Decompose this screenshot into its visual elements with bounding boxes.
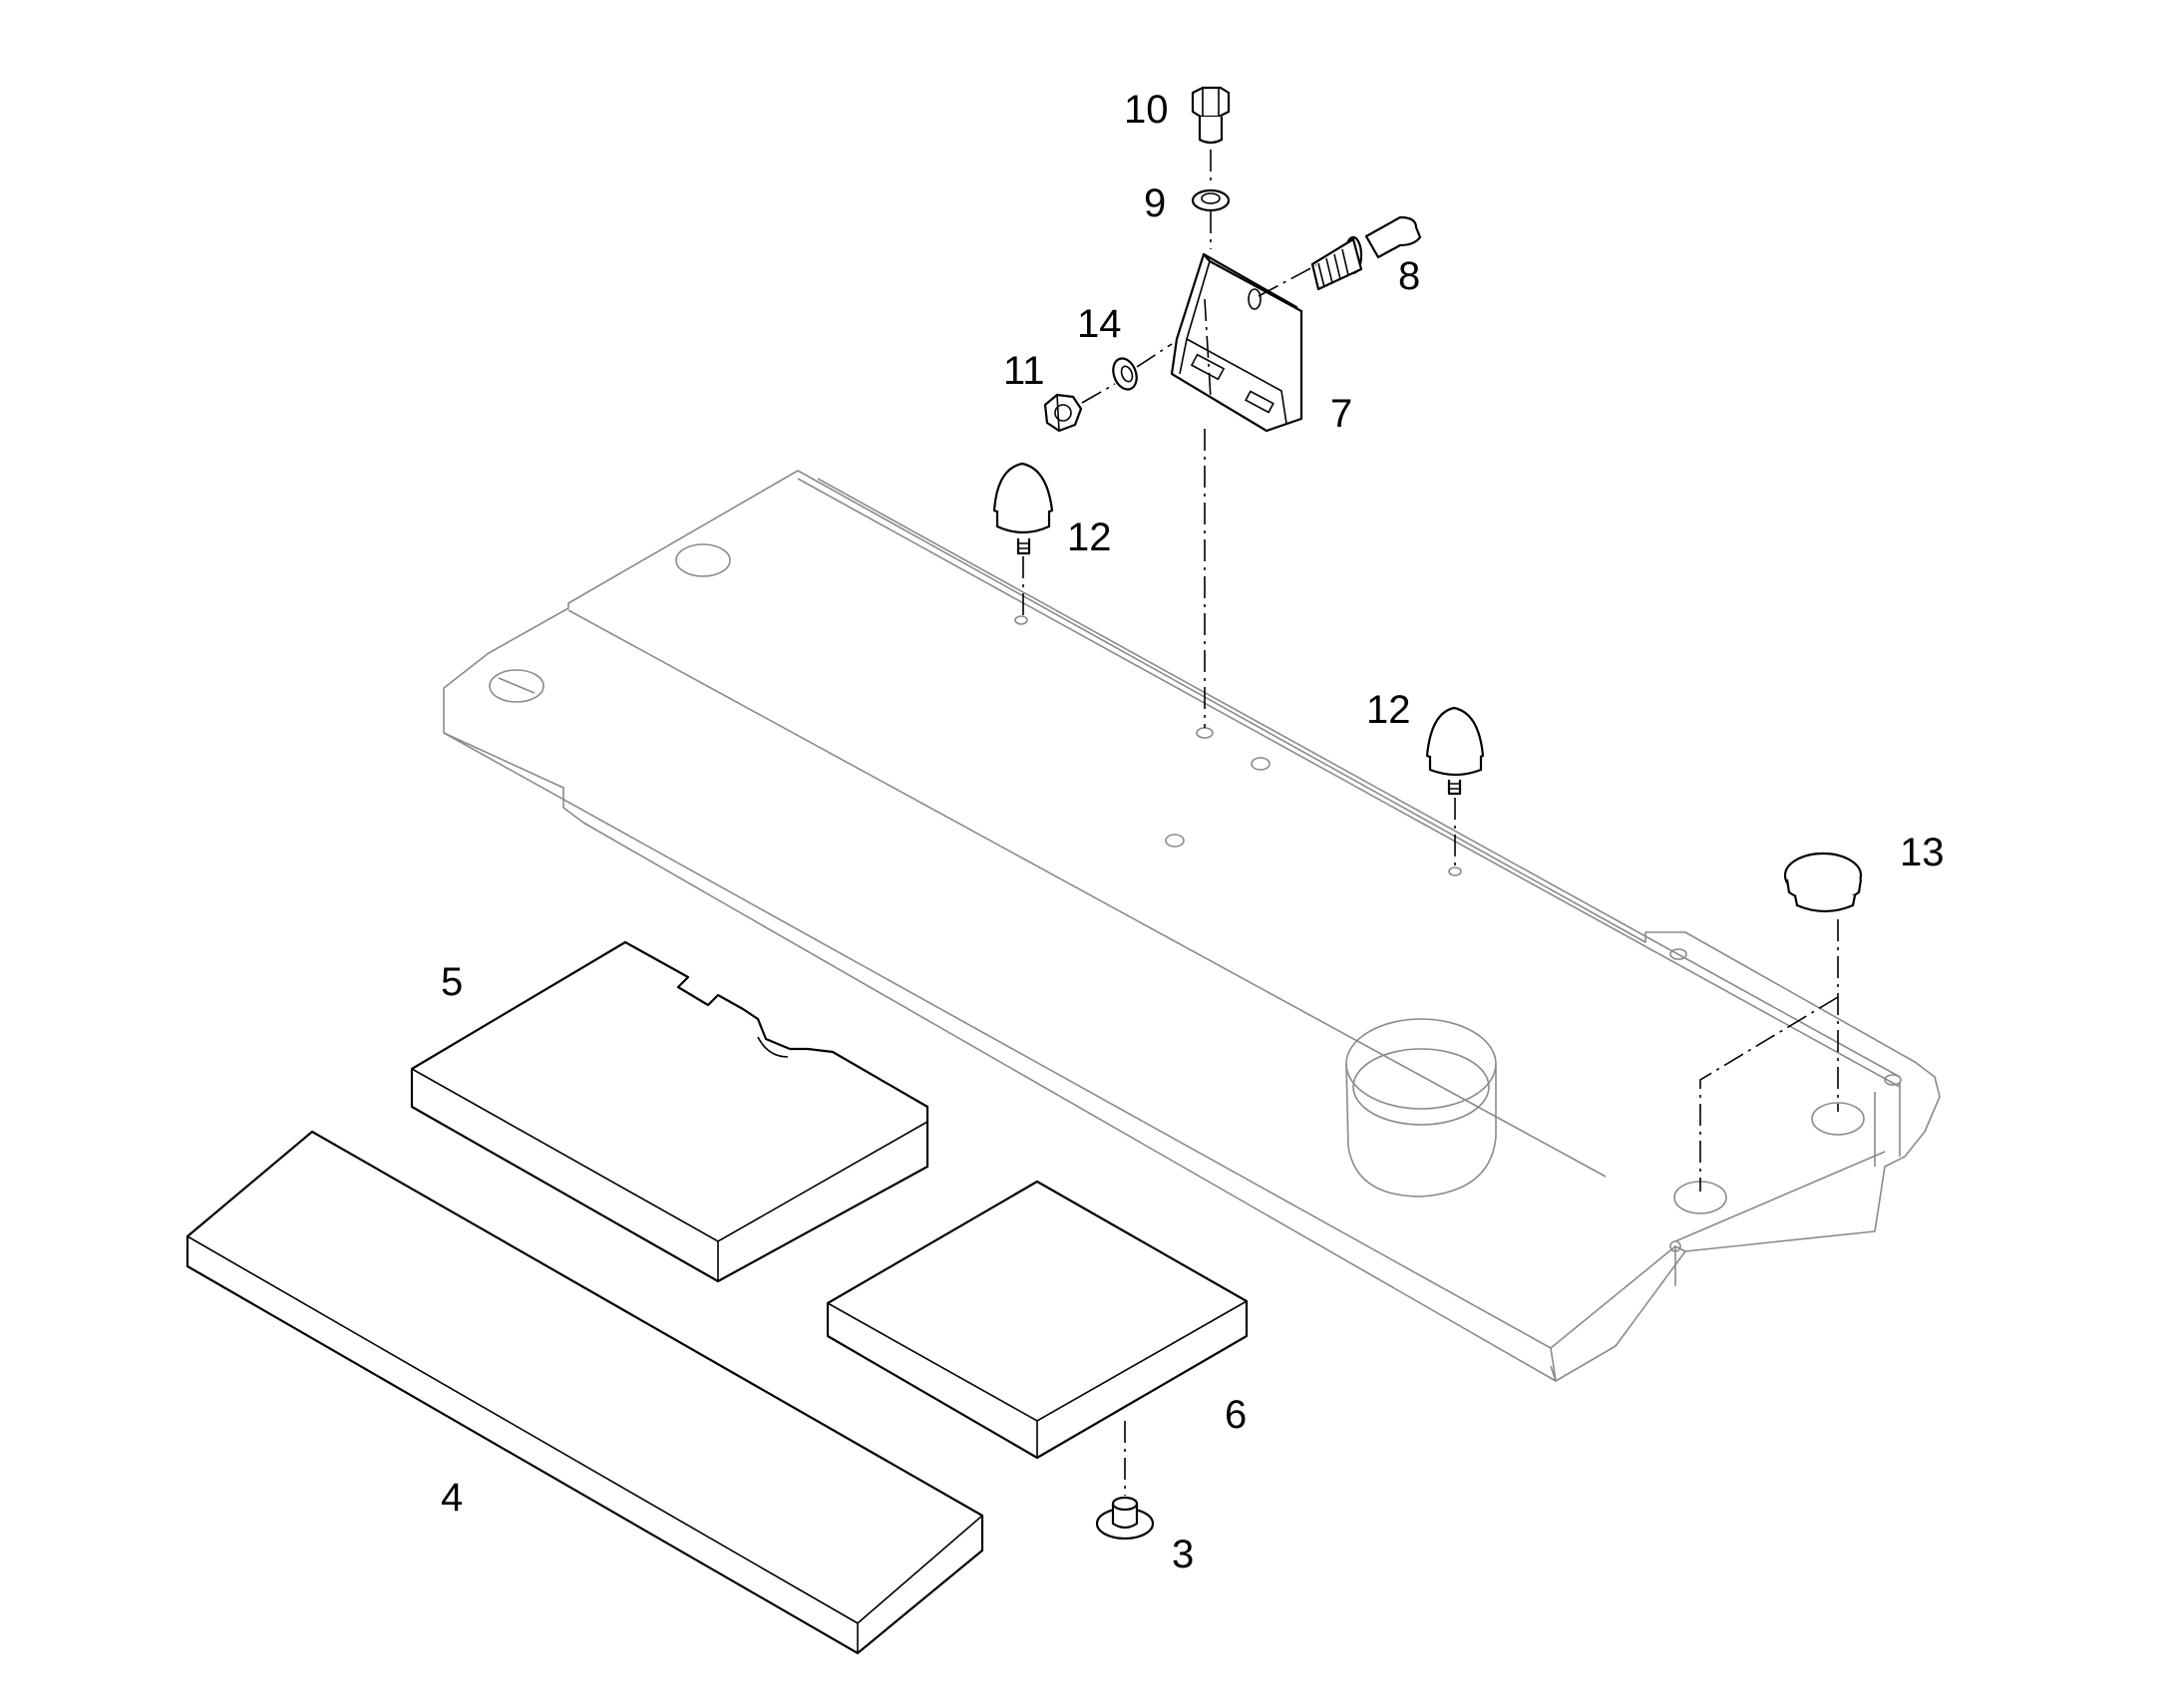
callout-4: 4 <box>441 1476 463 1520</box>
callout-labels: 10 9 8 14 11 7 12 12 13 5 6 4 3 <box>441 88 1945 1576</box>
part-10-bolt <box>1191 86 1231 145</box>
part-13-cap-plug <box>1783 852 1863 913</box>
callout-5: 5 <box>441 960 463 1004</box>
part-3-spacer <box>1095 1496 1155 1540</box>
part-4-foam-pad-long <box>185 1130 984 1655</box>
part-12-bump-stop-a <box>992 462 1054 555</box>
callout-7: 7 <box>1330 392 1352 436</box>
callout-13: 13 <box>1900 831 1945 874</box>
callout-10: 10 <box>1124 88 1169 132</box>
callout-11: 11 <box>1003 349 1045 393</box>
callout-12-upper: 12 <box>1067 515 1112 559</box>
callout-12-lower: 12 <box>1366 688 1411 732</box>
callout-8: 8 <box>1398 254 1420 298</box>
callout-14: 14 <box>1077 302 1122 346</box>
callout-3: 3 <box>1172 1533 1194 1576</box>
part-12-bump-stop-b <box>1425 706 1485 796</box>
callout-6: 6 <box>1225 1393 1247 1437</box>
part-6-foam-pad-square <box>826 1180 1249 1460</box>
callout-9: 9 <box>1144 181 1166 225</box>
part-5-foam-pad-notched <box>410 940 929 1283</box>
assembly-center-lines <box>1022 150 1839 1496</box>
part-9-washer <box>1191 188 1231 212</box>
base-panel <box>443 470 1941 1382</box>
part-7-angle-bracket <box>1170 252 1303 433</box>
part-14-washer <box>1112 357 1138 391</box>
part-11-hex-nut <box>1043 393 1083 433</box>
part-8-stud-pin <box>1310 215 1422 291</box>
